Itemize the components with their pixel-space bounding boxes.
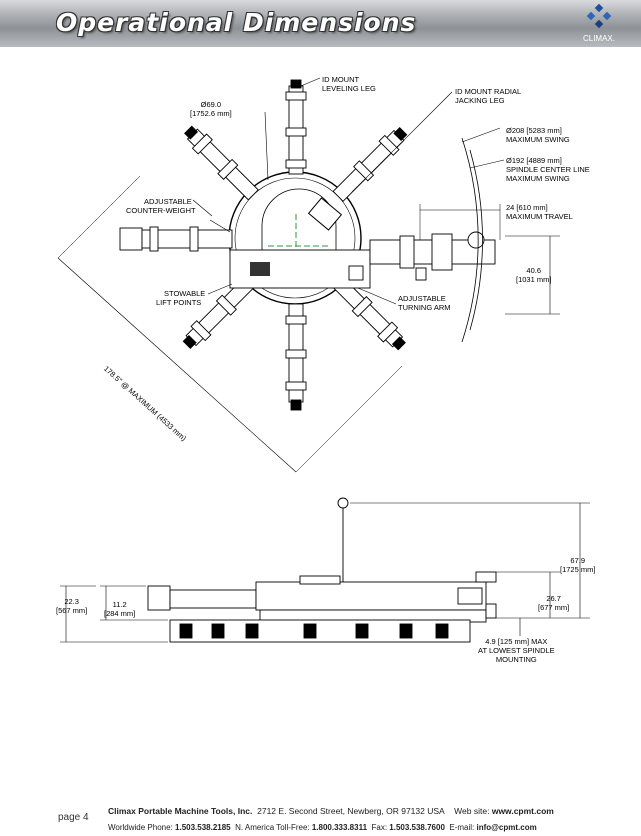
footer-row-2: Worldwide Phone: 1.503.538.2185 N. Ameri… [108,823,537,832]
label-dim-40-6: 40.6 [1031 mm] [516,266,552,284]
label-spindle-swing: Ø192 [4889 mm] SPINDLE CENTER LINE MAXIM… [506,156,590,183]
leg-upper-left [184,125,259,201]
label-dim-4-9: 4.9 [125 mm] MAX AT LOWEST SPINDLE MOUNT… [478,637,555,664]
label-id-mount-radial-jacking-leg: ID MOUNT RADIAL JACKING LEG [455,87,522,105]
email-link[interactable]: info@cpmt.com [476,823,537,832]
footer-row-1: Climax Portable Machine Tools, Inc. 2712… [108,806,554,816]
technical-drawing [57,77,590,643]
label-dim-22-3: 22.3 [567 mm] [56,597,88,615]
phone-number[interactable]: 1.503.538.2185 [175,823,231,832]
website-link[interactable]: www.cpmt.com [491,806,554,816]
label-id-mount-leveling-leg: ID MOUNT LEVELING LEG [322,75,376,93]
label-dim-26-7: 26.7 [677 mm] [538,594,570,612]
page-number: page 4 [58,812,89,823]
page-header: Operational Dimensions CLIMAX. [0,0,641,47]
label-max-swing: Ø208 [5283 mm] MAXIMUM SWING [506,126,570,144]
label-dim-67-9: 67.9 [1725 mm] [560,556,596,574]
label-stowable-lift-points: STOWABLE LIFT POINTS [156,289,206,307]
leg-bottom [285,303,307,411]
leg-lower-right [331,275,406,351]
logo-text: CLIMAX. [582,34,615,43]
leg-upper-right [332,127,408,202]
fax-number: 1.503.538.7600 [389,823,445,832]
label-max-travel: 24 [610 mm] MAXIMUM TRAVEL [506,203,573,221]
climax-logo-icon [586,3,612,29]
label-adjustable-turning-arm: ADJUSTABLE TURNING ARM [398,294,451,312]
side-view [147,497,497,643]
company-address: 2712 E. Second Street, Newberg, OR 97132… [257,806,445,816]
turning-arm [229,231,496,289]
label-diameter-69: Ø69.0 [1752.6 mm] [190,100,232,118]
page-title: Operational Dimensions [56,8,417,37]
counterweight-arm [119,226,233,252]
label-dim-11-2: 11.2 [284 mm] [104,600,136,618]
leg-top [285,79,307,175]
company-name: Climax Portable Machine Tools, Inc. [108,806,253,816]
label-adjustable-counterweight: ADJUSTABLE COUNTER-WEIGHT [126,197,196,215]
tollfree-number[interactable]: 1.800.333.8311 [311,823,368,832]
